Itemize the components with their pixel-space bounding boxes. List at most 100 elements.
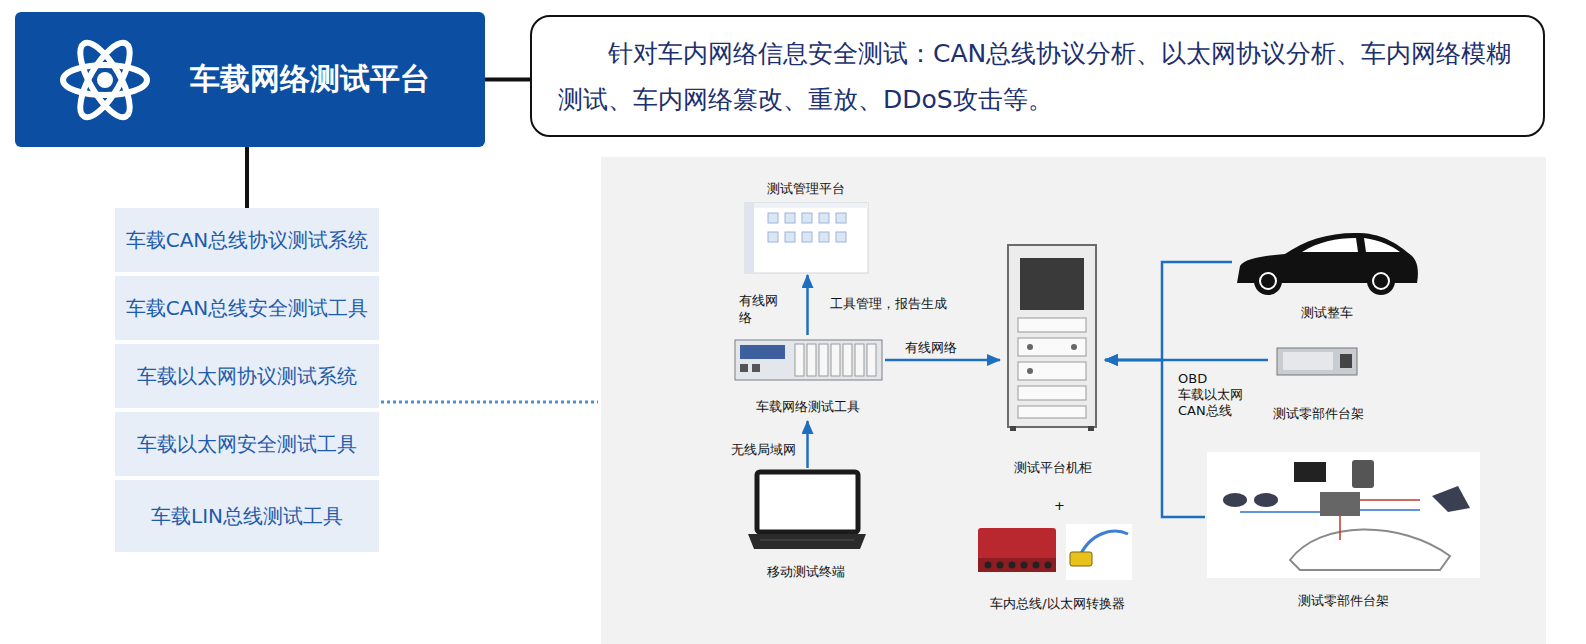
- art-shape: [1340, 354, 1352, 368]
- art-shape: [752, 364, 760, 372]
- car-figure: [1237, 233, 1418, 295]
- art-shape: [1283, 352, 1333, 370]
- connector-line: [806, 421, 809, 468]
- art-shape: [843, 344, 852, 376]
- art-shape: [978, 558, 1056, 572]
- art-shape: [1018, 318, 1086, 332]
- art-shape: [867, 344, 876, 376]
- art-shape: [1360, 509, 1420, 511]
- art-shape: [1070, 552, 1092, 566]
- annotation-label: +: [1054, 497, 1065, 514]
- node-text: 移动测试终端: [745, 563, 867, 580]
- list-item-box: 车载以太网安全测试工具: [115, 412, 379, 476]
- art-shape: [1021, 562, 1028, 569]
- bench-figure: [1207, 452, 1480, 578]
- art-shape: [745, 203, 868, 273]
- network-tool-figure: [735, 340, 882, 380]
- art-shape: [997, 562, 1004, 569]
- art-shape: [1290, 529, 1450, 570]
- art-shape: [1066, 524, 1132, 580]
- node-text: 车载LIN总线测试工具: [151, 503, 343, 530]
- converter-node: 车内总线/以太网转换器: [975, 520, 1140, 612]
- bench-node: 测试零部件台架: [1205, 450, 1482, 610]
- art-shape: [1020, 258, 1084, 310]
- edge-label: 有线网络: [903, 339, 959, 356]
- art-shape: [855, 344, 864, 376]
- art-shape: [1033, 562, 1040, 569]
- description-box: 针对车内网络信息安全测试：CAN总线协议分析、以太网协议分析、车内网络模糊测试、…: [530, 15, 1545, 137]
- art-shape: [748, 534, 866, 549]
- art-shape: [1254, 493, 1278, 507]
- art-shape: [768, 213, 778, 223]
- node-text: 车载CAN总线安全测试工具: [126, 295, 369, 322]
- art-shape: [1364, 238, 1400, 252]
- art-shape: [795, 344, 804, 376]
- art-shape: [1277, 348, 1357, 375]
- art-shape: [1018, 338, 1086, 356]
- art-shape: [1302, 238, 1358, 252]
- art-shape: [1254, 267, 1282, 295]
- node-text: 测试管理平台: [740, 180, 872, 197]
- art-shape: [1008, 245, 1096, 427]
- art-shape: [1294, 462, 1326, 482]
- art-shape: [819, 232, 829, 242]
- scene-panel: [601, 157, 1546, 644]
- art-shape: [754, 203, 868, 208]
- art-shape: [1320, 492, 1360, 516]
- art-shape: [1027, 368, 1033, 374]
- node-text: 测试整车: [1232, 304, 1422, 321]
- art-shape: [740, 345, 785, 359]
- art-shape: [831, 344, 840, 376]
- platform-node: 测试管理平台: [740, 180, 872, 275]
- annotation-label: 工具管理，报告生成: [830, 295, 947, 312]
- list-item-box: 车载LIN总线测试工具: [115, 480, 379, 552]
- art-shape: [978, 528, 1056, 572]
- art-shape: [1018, 386, 1086, 400]
- edge-label: 有线网络: [737, 292, 781, 326]
- connector-line: [806, 275, 809, 335]
- art-shape: [1260, 273, 1276, 289]
- art-shape: [1027, 344, 1033, 350]
- cabinet-node: 测试平台机柜: [1000, 240, 1105, 478]
- node-text: 测试平台机柜: [1000, 459, 1105, 476]
- art-shape: [740, 364, 748, 372]
- art-shape: [819, 213, 829, 223]
- art-shape: [1352, 460, 1374, 488]
- list-item-box: 车载以太网协议测试系统: [115, 344, 379, 408]
- ecu-node: 测试零部件台架: [1268, 343, 1368, 423]
- edge-label: 无线局域网: [720, 441, 798, 458]
- art-shape: [760, 540, 854, 541]
- art-shape: [768, 232, 778, 242]
- node-text: 车载以太网协议测试系统: [137, 363, 357, 390]
- node-text: 测试零部件台架: [1268, 405, 1368, 422]
- connector-line: [885, 359, 1000, 362]
- art-shape: [802, 213, 812, 223]
- laptop-figure: [748, 472, 866, 549]
- art-shape: [1207, 452, 1480, 578]
- vehicle-node: 测试整车: [1232, 226, 1422, 322]
- connector-line: [245, 147, 249, 208]
- art-shape: [97, 72, 113, 88]
- art-shape: [785, 213, 795, 223]
- list-item-box: 车载CAN总线协议测试系统: [115, 208, 379, 272]
- node-text: 车载以太网安全测试工具: [137, 431, 357, 458]
- art-shape: [735, 340, 882, 380]
- art-shape: [757, 472, 858, 532]
- art-shape: [1045, 562, 1052, 569]
- art-shape: [836, 232, 846, 242]
- list-item-box: 车载CAN总线安全测试工具: [115, 276, 379, 340]
- art-shape: [785, 232, 795, 242]
- node-text: 车内总线/以太网转换器: [975, 595, 1140, 612]
- screenshot-figure: [745, 203, 868, 273]
- art-shape: [1223, 493, 1247, 507]
- art-shape: [1088, 426, 1094, 431]
- art-shape: [1367, 267, 1395, 295]
- art-shape: [1339, 516, 1341, 540]
- node-text: 车载网络测试平台: [190, 59, 430, 100]
- art-shape: [1240, 511, 1320, 513]
- art-shape: [745, 203, 754, 273]
- art-shape: [1018, 406, 1086, 418]
- terminal-node: 移动测试终端: [745, 468, 867, 582]
- connector-line: [1105, 262, 1232, 360]
